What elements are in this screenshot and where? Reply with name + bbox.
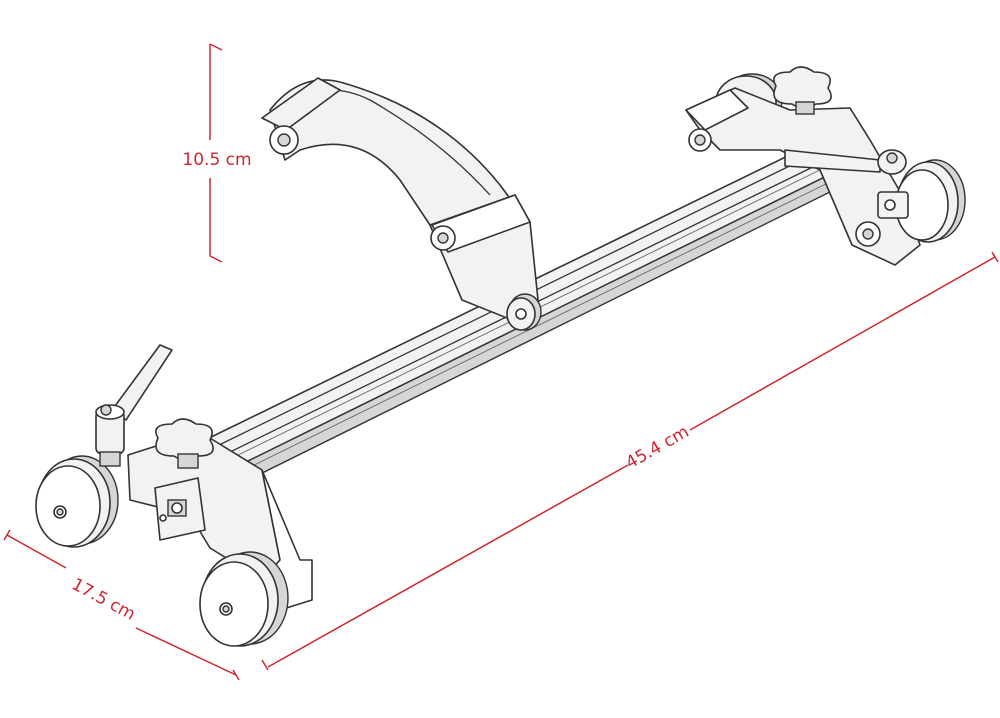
front-star-knob bbox=[155, 418, 214, 469]
front-wheel-assembly bbox=[35, 344, 313, 647]
length-dimension: 45.4 cm bbox=[261, 251, 999, 671]
rear-right-wheel bbox=[895, 159, 966, 243]
height-dimension-label: 10.5 cm bbox=[182, 150, 251, 170]
bracket-thumbscrew bbox=[506, 293, 542, 331]
front-right-wheel bbox=[199, 551, 289, 647]
camera-handle-bracket bbox=[261, 77, 542, 331]
front-clamp-lever bbox=[95, 344, 173, 467]
rear-star-knob bbox=[773, 66, 832, 115]
length-dimension-label: 45.4 cm bbox=[623, 422, 693, 473]
rear-wheel-assembly bbox=[685, 66, 966, 266]
height-dimension: 10.5 cm bbox=[182, 43, 252, 263]
front-left-wheel bbox=[35, 455, 119, 548]
width-dimension-label: 17.5 cm bbox=[68, 575, 138, 625]
rear-clamp-lever bbox=[784, 149, 907, 175]
